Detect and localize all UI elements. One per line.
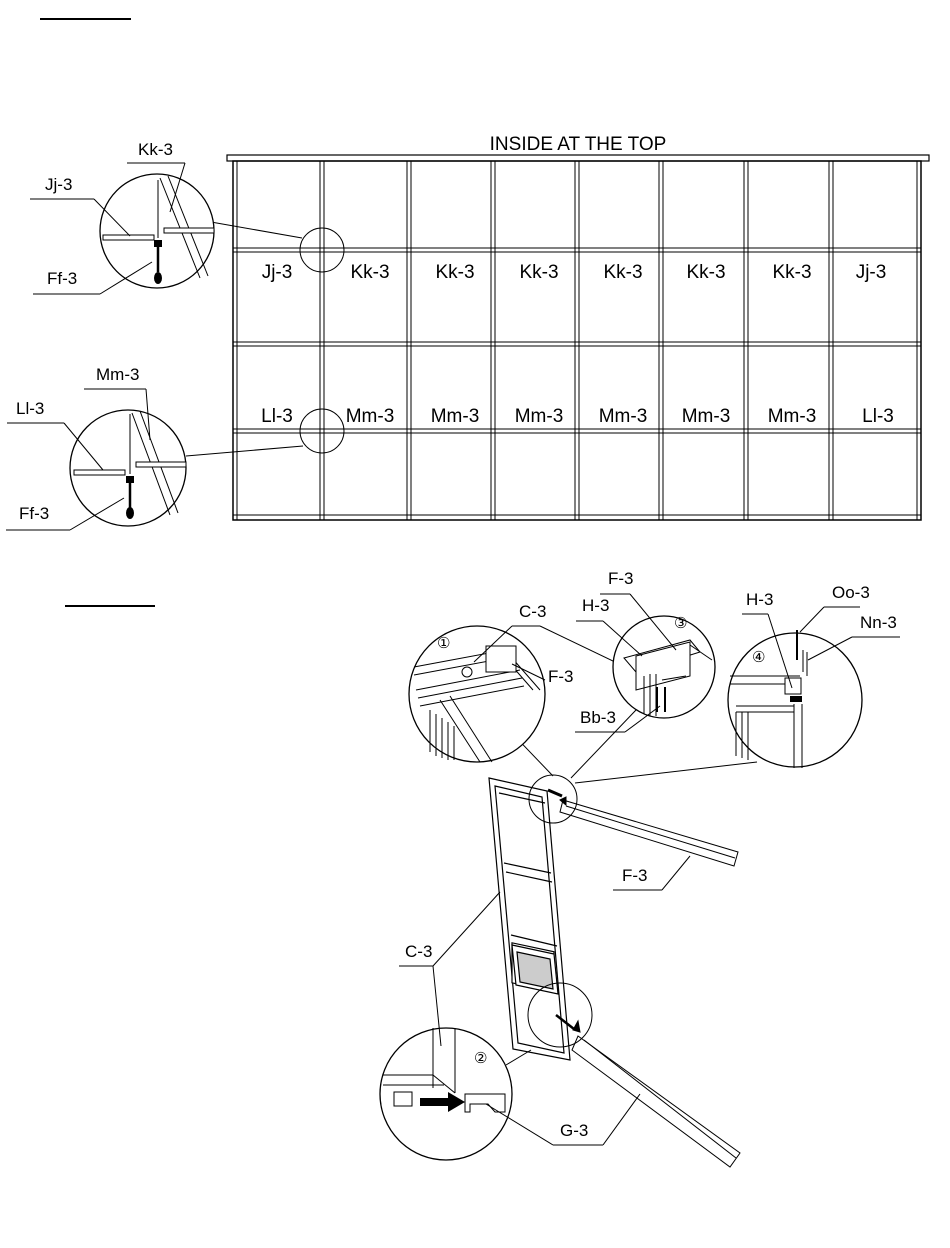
door-assembly: ① C-3 F-3 ③ F-3 [380, 569, 900, 1167]
panel-label-lower: Mm-3 [599, 406, 648, 427]
leader-line [433, 892, 500, 966]
step-number-4: ④ [752, 649, 765, 666]
detail-magnifier-step-4: ④ H-3 Oo-3 Nn-3 [728, 583, 900, 768]
panel-label-upper: Kk-3 [519, 262, 558, 283]
grid-title: INSIDE AT THE TOP [490, 134, 667, 155]
callout-f3-rail: F-3 [622, 866, 648, 885]
step-number-1: ① [437, 635, 450, 652]
leader-line [603, 1094, 640, 1145]
panel-label-upper: Kk-3 [772, 262, 811, 283]
step-number-2: ② [474, 1050, 487, 1067]
vertical-bars [237, 161, 917, 520]
leader-line [506, 1050, 531, 1065]
leader-line [800, 607, 824, 632]
horizontal-bars [233, 248, 921, 433]
detail-magnifier-lower: Mm-3 Ll-3 Ff-3 [6, 365, 303, 530]
callout-g3: G-3 [560, 1121, 588, 1140]
callout-mm3: Mm-3 [96, 365, 139, 384]
callout-h3-mid: H-3 [582, 596, 609, 615]
panel-label-lower: Ll-3 [261, 406, 293, 427]
panel-label-lower: Mm-3 [431, 406, 480, 427]
panel-label-upper: Kk-3 [350, 262, 389, 283]
callout-kk3: Kk-3 [138, 140, 173, 159]
panel-label-upper: Kk-3 [435, 262, 474, 283]
callout-ff3: Ff-3 [19, 504, 49, 523]
lower-row-labels: Ll-3 Mm-3 Mm-3 Mm-3 Mm-3 Mm-3 Mm-3 Ll-3 [261, 406, 894, 427]
callout-h3-right: H-3 [746, 590, 773, 609]
callout-f3-left: F-3 [548, 667, 574, 686]
panel-label-lower: Mm-3 [768, 406, 817, 427]
callout-oo3: Oo-3 [832, 583, 870, 602]
step-number-3: ③ [674, 615, 687, 632]
panel-label-lower: Mm-3 [682, 406, 731, 427]
panel-label-lower: Mm-3 [515, 406, 564, 427]
roof-panel-grid: INSIDE AT THE TOP Jj-3 Kk-3 Kk-3 [227, 134, 929, 520]
callout-nn3: Nn-3 [860, 613, 897, 632]
panel-label-upper: Kk-3 [686, 262, 725, 283]
grid-reference-circle-upper [300, 228, 344, 272]
callout-ff3: Ff-3 [47, 269, 77, 288]
leader-line [211, 222, 302, 238]
grid-frame [233, 161, 921, 520]
grid-reference-circle-lower [300, 409, 344, 453]
detail-magnifier-step-1: ① C-3 F-3 [409, 602, 640, 762]
panel-label-upper: Jj-3 [856, 262, 887, 283]
detail-magnifier-step-3: ③ F-3 H-3 Bb-3 [575, 569, 715, 732]
callout-f3-top: F-3 [608, 569, 634, 588]
leader-line [575, 762, 757, 783]
leader-line [186, 446, 303, 456]
top-rail [227, 155, 929, 161]
callout-c3-door: C-3 [405, 942, 432, 961]
leader-line [662, 856, 690, 890]
callout-ll3: Ll-3 [16, 399, 44, 418]
panel-label-upper: Kk-3 [603, 262, 642, 283]
bottom-rail-g3 [556, 1015, 740, 1167]
callout-bb3: Bb-3 [580, 708, 616, 727]
panel-label-upper: Jj-3 [262, 262, 293, 283]
panel-label-lower: Ll-3 [862, 406, 894, 427]
callout-c3-top: C-3 [519, 602, 546, 621]
upper-row-labels: Jj-3 Kk-3 Kk-3 Kk-3 Kk-3 Kk-3 Kk-3 Jj-3 [262, 262, 887, 283]
detail-magnifier-step-2: ② [380, 1028, 512, 1160]
callout-jj3: Jj-3 [45, 175, 72, 194]
panel-label-lower: Mm-3 [346, 406, 395, 427]
